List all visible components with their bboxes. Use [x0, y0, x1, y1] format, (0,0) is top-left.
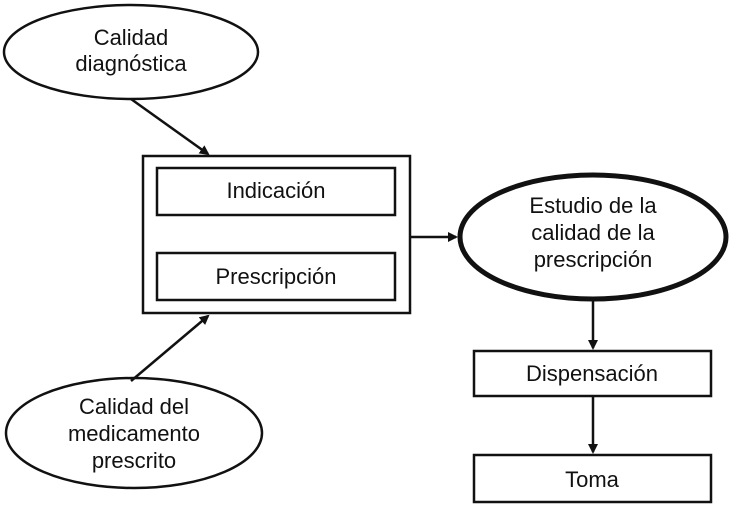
estudio-calidad-node: Estudio de la calidad de la prescripción — [457, 172, 729, 302]
indicacion-label: Indicación — [226, 178, 325, 203]
dispensacion-node: Dispensación — [472, 349, 713, 398]
indicacion-prescripcion-group: Indicación Prescripción — [141, 154, 412, 315]
estudio-line-1: Estudio de la — [529, 193, 657, 218]
indicacion-box — [155, 166, 397, 217]
prescripcion-label: Prescripción — [215, 264, 336, 289]
estudio-line-3: prescripción — [534, 247, 653, 272]
calidad-medicamento-line-3: prescrito — [92, 448, 176, 473]
prescripcion-box — [155, 251, 397, 302]
toma-label: Toma — [565, 467, 620, 492]
calidad-diagnostica-node: Calidad diagnóstica — [2, 3, 260, 101]
calidad-medicamento-node: Calidad del medicamento prescrito — [4, 376, 264, 490]
estudio-line-2: calidad de la — [531, 220, 655, 245]
dispensacion-label: Dispensación — [526, 361, 658, 386]
arrow-diagnostica-to-box — [130, 97, 210, 156]
calidad-diagnostica-line-2: diagnóstica — [75, 51, 187, 76]
calidad-medicamento-line-2: medicamento — [68, 421, 200, 446]
calidad-diagnostica-line-1: Calidad — [94, 25, 169, 50]
toma-box — [472, 453, 713, 504]
toma-node: Toma — [472, 453, 713, 504]
calidad-medicamento-line-1: Calidad del — [79, 394, 189, 419]
arrow-medicamento-to-box — [130, 314, 210, 382]
